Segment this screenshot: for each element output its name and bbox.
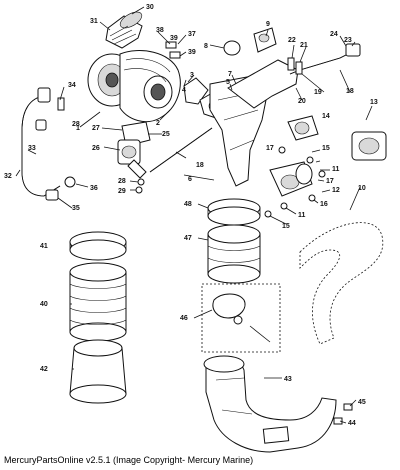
callout-31: 31 bbox=[90, 18, 98, 25]
callout-27: 27 bbox=[92, 125, 100, 132]
callout-14: 14 bbox=[322, 113, 330, 120]
callout-33: 33 bbox=[28, 145, 36, 152]
callout-6: 6 bbox=[188, 176, 192, 183]
parts-kit-46 bbox=[201, 283, 281, 353]
callout-2: 2 bbox=[156, 120, 160, 127]
callout-22: 22 bbox=[288, 37, 296, 44]
callout-24: 24 bbox=[330, 31, 338, 38]
callout-46: 46 bbox=[180, 315, 188, 322]
callout-45: 45 bbox=[358, 399, 366, 406]
callout-36: 36 bbox=[90, 185, 98, 192]
callout-25: 25 bbox=[162, 131, 170, 138]
callout-17-b: 17 bbox=[326, 178, 334, 185]
callout-34: 34 bbox=[68, 82, 76, 89]
callout-32: 32 bbox=[4, 173, 12, 180]
callout-7: 7 bbox=[228, 71, 232, 78]
callout-39-b: 39 bbox=[188, 49, 196, 56]
callout-10: 10 bbox=[358, 185, 366, 192]
callout-30: 30 bbox=[146, 4, 154, 11]
callout-28-a: 28 bbox=[72, 121, 80, 128]
callout-44: 44 bbox=[348, 420, 356, 427]
callout-5: 5 bbox=[226, 79, 230, 86]
turbocharger-assembly bbox=[21, 11, 227, 201]
callout-26: 26 bbox=[92, 145, 100, 152]
callout-labels: 1 2 3 4 5 6 7 8 9 10 11 11 12 13 14 15 1… bbox=[4, 4, 378, 427]
callout-15-b: 15 bbox=[282, 223, 290, 230]
callout-39-a: 39 bbox=[170, 35, 178, 42]
callout-17-a: 17 bbox=[266, 145, 274, 152]
hoses-and-clamps bbox=[69, 198, 261, 404]
callout-23: 23 bbox=[344, 37, 352, 44]
callout-41: 41 bbox=[40, 243, 48, 250]
callout-4: 4 bbox=[182, 87, 186, 94]
callout-20: 20 bbox=[298, 98, 306, 105]
callout-29: 29 bbox=[118, 188, 126, 195]
exhaust-outlet-43 bbox=[203, 355, 353, 453]
exhaust-pipe-outline bbox=[299, 222, 384, 345]
callout-11-a: 11 bbox=[332, 166, 340, 173]
exhaust-elbow bbox=[209, 27, 387, 218]
callout-8: 8 bbox=[204, 43, 208, 50]
callout-3: 3 bbox=[190, 72, 194, 79]
copyright-caption: MercuryPartsOnline v2.5.1 (Image Copyrig… bbox=[4, 455, 254, 465]
callout-13: 13 bbox=[370, 99, 378, 106]
callout-37: 37 bbox=[188, 31, 196, 38]
callout-1: 1 bbox=[76, 125, 80, 132]
callout-12: 12 bbox=[332, 187, 340, 194]
leader-lines bbox=[15, 6, 373, 424]
callout-48: 48 bbox=[184, 201, 192, 208]
callout-47: 47 bbox=[184, 235, 192, 242]
callout-42: 42 bbox=[40, 366, 48, 373]
callout-43: 43 bbox=[284, 376, 292, 383]
callout-18-a: 18 bbox=[346, 88, 354, 95]
callout-38: 38 bbox=[156, 27, 164, 34]
callout-11-b: 11 bbox=[298, 212, 306, 219]
callout-9: 9 bbox=[266, 21, 270, 28]
callout-15-a: 15 bbox=[322, 145, 330, 152]
callout-28-b: 28 bbox=[118, 178, 126, 185]
callout-18-b: 18 bbox=[196, 162, 204, 169]
callout-19: 19 bbox=[314, 89, 322, 96]
callout-40: 40 bbox=[40, 301, 48, 308]
callout-16: 16 bbox=[320, 201, 328, 208]
callout-21: 21 bbox=[300, 42, 308, 49]
callout-35: 35 bbox=[72, 205, 80, 212]
